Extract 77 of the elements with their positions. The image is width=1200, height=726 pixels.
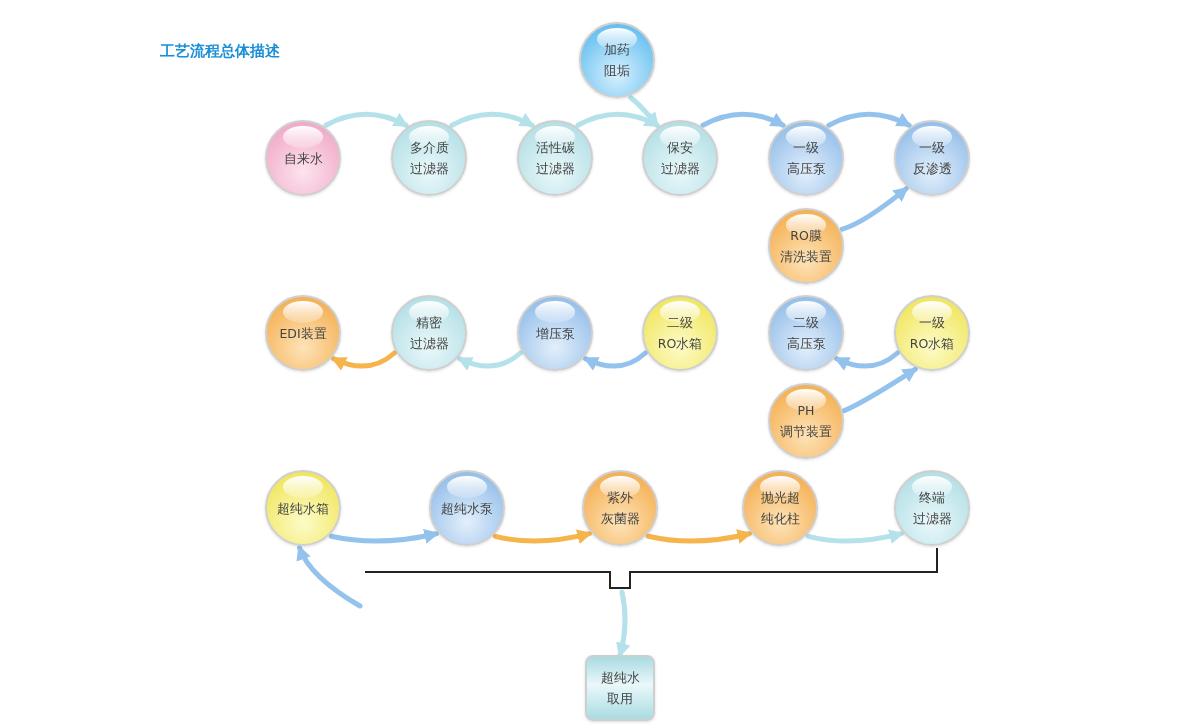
node-label: 过滤器 xyxy=(409,160,449,178)
node-label: PH xyxy=(797,402,815,420)
node-label: 灰菌器 xyxy=(600,510,640,528)
process-circle xyxy=(582,470,658,546)
node-label: RO膜 xyxy=(790,227,822,245)
node-label: 过滤器 xyxy=(660,160,700,178)
flow-arrow xyxy=(615,589,631,658)
process-circle xyxy=(768,208,844,284)
node-label: 保安 xyxy=(667,139,693,157)
node-label: 精密 xyxy=(416,314,442,332)
flow-arrow xyxy=(492,529,593,544)
process-circle xyxy=(391,295,467,371)
flow-arrow xyxy=(645,529,753,544)
flow-arrow xyxy=(449,111,535,128)
node-label: 抛光超 xyxy=(760,489,800,507)
node-label: 自来水 xyxy=(283,149,323,168)
node-label: 取用 xyxy=(607,690,633,708)
flow-arrow xyxy=(456,350,523,371)
flow-arrow xyxy=(330,350,397,371)
diagram-title: 工艺流程总体描述 xyxy=(160,42,280,61)
node-label: 超纯水 xyxy=(600,669,640,687)
node-label: 高压泵 xyxy=(786,335,826,353)
node-label: 纯化柱 xyxy=(760,510,800,528)
node-label: 阻垢 xyxy=(604,62,630,80)
flow-arrow xyxy=(323,111,409,128)
node-label: 一级 xyxy=(919,314,945,332)
node-label: RO水箱 xyxy=(657,335,703,353)
flow-arrow xyxy=(839,186,909,232)
process-circle xyxy=(265,295,341,371)
node-label: 活性碳 xyxy=(535,139,575,157)
flow-arrow xyxy=(833,350,900,371)
flow-arrow xyxy=(297,545,363,609)
node-label: EDI装置 xyxy=(279,324,327,343)
node-label: 反渗透 xyxy=(912,160,952,178)
flow-arrow xyxy=(700,111,786,128)
flow-arrow xyxy=(826,111,912,128)
process-circle xyxy=(894,120,970,196)
node-label: 多介质 xyxy=(409,139,449,157)
process-circle xyxy=(391,120,467,196)
node-label: 超纯水箱 xyxy=(277,499,329,518)
node-label: RO水箱 xyxy=(909,335,955,353)
node-label: 终端 xyxy=(919,489,945,507)
flow-arrow xyxy=(328,528,440,544)
output-box xyxy=(585,655,655,721)
process-circle xyxy=(517,120,593,196)
flow-arrow xyxy=(582,350,648,371)
node-label: 加药 xyxy=(604,41,630,59)
flow-arrow xyxy=(842,366,918,414)
node-label: 清洗装置 xyxy=(780,248,832,266)
process-circle xyxy=(517,295,593,371)
flow-arrow xyxy=(575,111,660,128)
node-label: 过滤器 xyxy=(912,510,952,528)
node-label: 超纯水泵 xyxy=(441,499,493,518)
process-circle xyxy=(265,120,341,196)
node-label: 调节装置 xyxy=(780,423,832,441)
process-circle xyxy=(642,120,718,196)
node-label: 增压泵 xyxy=(535,324,575,343)
node-label: 过滤器 xyxy=(535,160,575,178)
node-label: 过滤器 xyxy=(409,335,449,353)
process-circle xyxy=(768,295,844,371)
process-circle xyxy=(768,383,844,459)
node-label: 一级 xyxy=(793,139,819,157)
process-circle xyxy=(894,470,970,546)
node-label: 二级 xyxy=(793,314,819,332)
flow-arrow xyxy=(805,529,905,544)
node-label: 紫外 xyxy=(607,489,633,507)
node-label: 二级 xyxy=(667,314,693,332)
process-circle xyxy=(642,295,718,371)
node-label: 一级 xyxy=(919,139,945,157)
process-circle xyxy=(742,470,818,546)
process-circle xyxy=(768,120,844,196)
process-circle xyxy=(429,470,505,546)
process-circle xyxy=(579,22,655,98)
flow-arrow xyxy=(628,95,660,128)
process-circle xyxy=(265,470,341,546)
process-circle xyxy=(894,295,970,371)
node-label: 高压泵 xyxy=(786,160,826,178)
